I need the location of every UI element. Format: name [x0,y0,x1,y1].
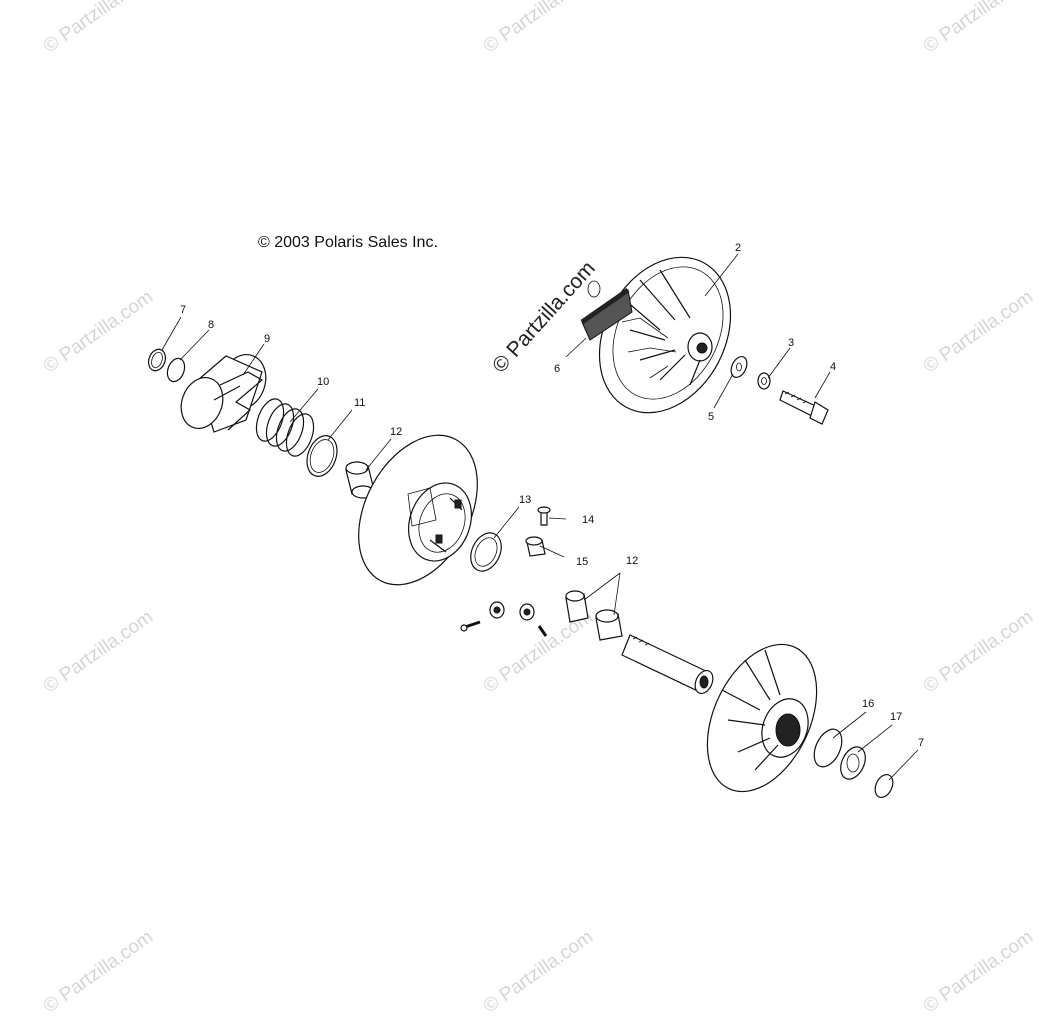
washer-icon [730,356,748,378]
callout-4: 4 [830,361,836,373]
callout-11: 11 [354,397,365,409]
bolt-icon [779,390,829,425]
ring-icon [306,435,338,477]
callout-9: 9 [264,333,270,345]
callout-7-top: 7 [180,304,186,316]
small-ring-icon [587,280,601,298]
callout-13: 13 [519,494,531,506]
callout-8: 8 [208,319,214,331]
driven-clutch-movable-sheave-icon [598,256,732,414]
callout-15: 15 [576,556,588,568]
spring-icon [255,398,315,457]
helix-icon [180,354,267,433]
shim-washer-icon [166,357,186,383]
snap-ring-icon [147,348,167,372]
roller-icon [525,536,546,557]
snap-ring-lower-icon [874,774,894,798]
callout-7-lower: 7 [918,737,924,749]
callout-3: 3 [788,337,794,349]
callout-10: 10 [317,376,329,388]
leader-lines [161,253,919,781]
callout-12-top: 12 [390,426,402,438]
callout-14: 14 [582,514,594,526]
callout-6: 6 [554,363,560,375]
callout-12-lower: 12 [626,555,638,567]
hardware-cluster-icon [460,601,548,637]
screw-icon [537,506,551,526]
driven-clutch-fixed-sheave-icon [358,434,478,586]
retainer-17-icon [840,746,866,780]
nut-icon [757,372,771,390]
wear-block-icon [580,287,633,341]
callout-16: 16 [862,698,874,710]
callout-5: 5 [708,411,714,423]
bearing-ring-icon [470,532,502,572]
callout-2: 2 [735,242,741,254]
bushing-pair-icon [565,590,623,641]
driven-clutch-lower-sheave-icon [706,643,818,793]
shaft-icon [621,634,714,694]
callout-17: 17 [890,711,902,723]
copyright-notice: © 2003 Polaris Sales Inc. [258,234,438,251]
washer-16-icon [813,728,843,768]
